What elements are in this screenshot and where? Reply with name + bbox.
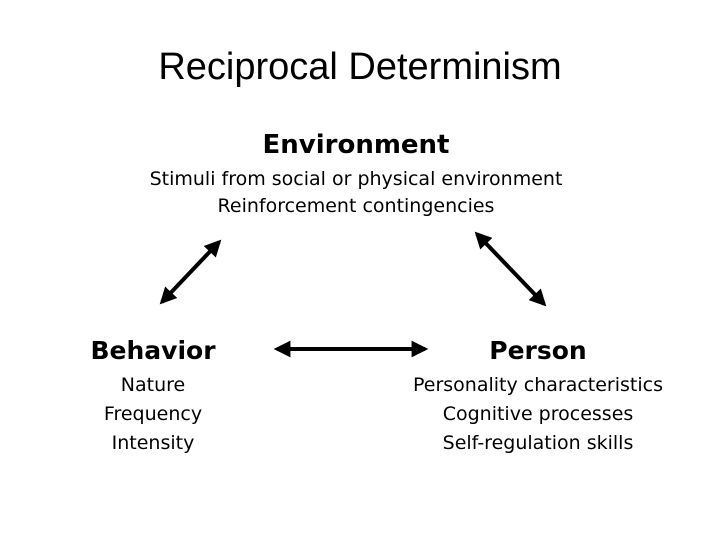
- environment-heading: Environment: [262, 130, 450, 160]
- environment-detail-line: Stimuli from social or physical environm…: [149, 168, 563, 190]
- behavior-environment-double-arrow: [159, 239, 222, 305]
- environment-details: Stimuli from social or physical environm…: [0, 166, 712, 220]
- behavior-detail-line: Frequency: [103, 403, 203, 425]
- person-detail-line: Self-regulation skills: [442, 432, 634, 454]
- diagram-title: Reciprocal Determinism: [158, 46, 562, 88]
- environment-detail-line: Reinforcement contingencies: [217, 195, 495, 217]
- behavior-details: Nature Frequency Intensity: [53, 371, 253, 458]
- person-details: Personality characteristics Cognitive pr…: [388, 371, 688, 458]
- behavior-detail-line: Nature: [120, 374, 186, 396]
- behavior-detail-line: Intensity: [111, 432, 195, 454]
- person-heading: Person: [489, 336, 587, 365]
- person-detail-line: Cognitive processes: [442, 403, 634, 425]
- behavior-heading: Behavior: [90, 336, 216, 365]
- person-detail-line: Personality characteristics: [412, 374, 663, 396]
- environment-person-double-arrow: [474, 231, 547, 307]
